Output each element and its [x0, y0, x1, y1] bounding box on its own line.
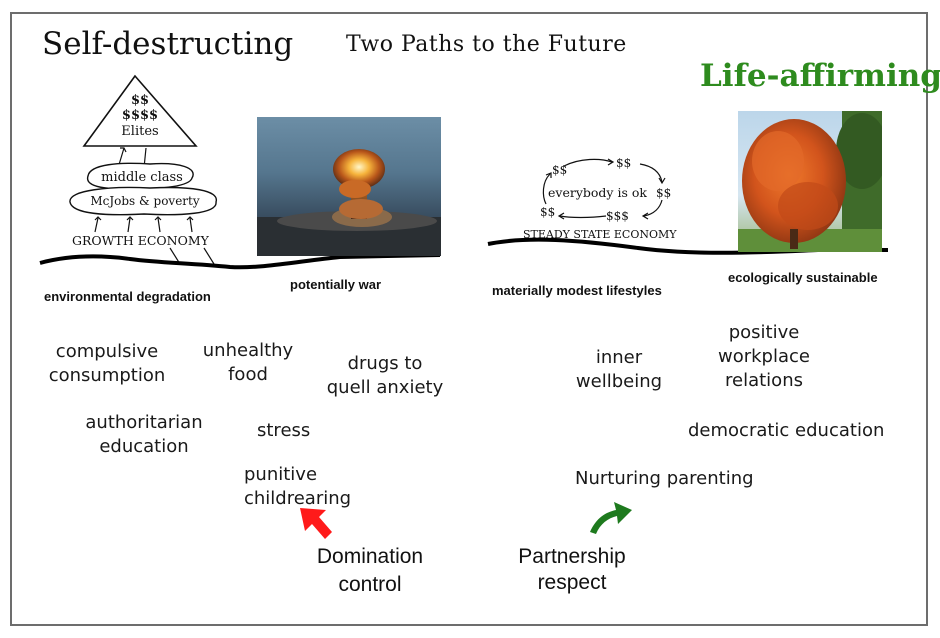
growth-economy-diagram: [69, 74, 217, 265]
slide-title: Two Paths to the Future: [346, 32, 627, 57]
authoritarian-line1: authoritarian: [85, 412, 203, 433]
mcjobs-poverty-label: McJobs & poverty: [90, 194, 200, 208]
domination-line2: control: [338, 573, 402, 596]
compulsive-consumption: compulsive consumption: [38, 340, 176, 388]
elites-dollar-2: $$$$: [121, 108, 159, 123]
stress: stress: [257, 420, 311, 441]
punitive-childrearing: punitive childrearing: [244, 463, 351, 511]
punitive-line2: childrearing: [244, 488, 352, 509]
inner-line2: wellbeing: [575, 371, 663, 392]
domination-line1: Domination: [316, 545, 424, 568]
caption-potentially-war: potentially war: [290, 277, 382, 292]
authoritarian-education: authoritarian education: [74, 411, 214, 459]
cycle-dollar-left-top: $$: [552, 163, 568, 177]
inner-wellbeing: inner wellbeing: [564, 346, 674, 394]
punitive-line1: punitive: [244, 464, 318, 485]
drugs-line2: quell anxiety: [326, 377, 444, 398]
elites-label: Elites: [121, 124, 159, 139]
cycle-dollar-left-bottom: $$: [540, 205, 556, 219]
self-destructing-heading: Self-destructing: [42, 26, 294, 62]
compulsive-line2: consumption: [48, 365, 166, 386]
life-affirming-heading: Life-affirming: [700, 58, 940, 94]
unhealthy-line1: unhealthy: [202, 340, 294, 361]
positive-workplace-relations: positive workplace relations: [704, 321, 824, 393]
red-arrow-icon: [300, 508, 332, 539]
compulsive-line1: compulsive: [55, 341, 159, 362]
partnership-respect: Partnership respect: [500, 544, 644, 596]
democratic-education: democratic education: [688, 420, 885, 441]
cycle-dollar-top: $$: [616, 156, 632, 170]
cycle-dollar-right: $$: [656, 186, 672, 200]
middle-class-label: middle class: [101, 170, 183, 185]
growth-economy-label: GROWTH ECONOMY: [72, 233, 209, 248]
domination-control: Domination control: [300, 543, 440, 599]
inner-line1: inner: [595, 347, 643, 368]
workplace-line1: positive: [728, 322, 800, 343]
authoritarian-line2: education: [99, 436, 189, 457]
elites-dollar-1: $$: [130, 93, 150, 108]
caption-ecologically-sustainable: ecologically sustainable: [728, 270, 878, 285]
nurturing-parenting: Nurturing parenting: [575, 468, 754, 489]
steady-state-cycle-diagram: [542, 158, 666, 220]
partnership-line2: respect: [537, 571, 607, 594]
mushroom-cloud-image: [257, 117, 441, 256]
caption-materially-modest-lifestyles: materially modest lifestyles: [492, 283, 662, 298]
partnership-line1: Partnership: [518, 545, 626, 568]
everybody-is-ok: everybody is ok: [548, 185, 647, 200]
drugs-line1: drugs to: [347, 353, 423, 374]
drugs-to-quell-anxiety: drugs to quell anxiety: [318, 352, 452, 400]
steady-state-economy-label: STEADY STATE ECONOMY: [523, 228, 677, 241]
autumn-tree-image: [738, 111, 882, 252]
elites-triangle: [82, 74, 198, 147]
workplace-line2: workplace: [718, 346, 810, 367]
poverty-blob: [69, 186, 217, 216]
unhealthy-food: unhealthy food: [196, 339, 300, 387]
unhealthy-line2: food: [228, 364, 268, 385]
caption-environmental-degradation: environmental degradation: [44, 289, 211, 304]
left-ground-line: [39, 253, 441, 270]
green-arrow-icon: [590, 502, 632, 534]
workplace-line3: relations: [725, 370, 803, 391]
cycle-dollar-bottom: $$$: [606, 209, 629, 223]
